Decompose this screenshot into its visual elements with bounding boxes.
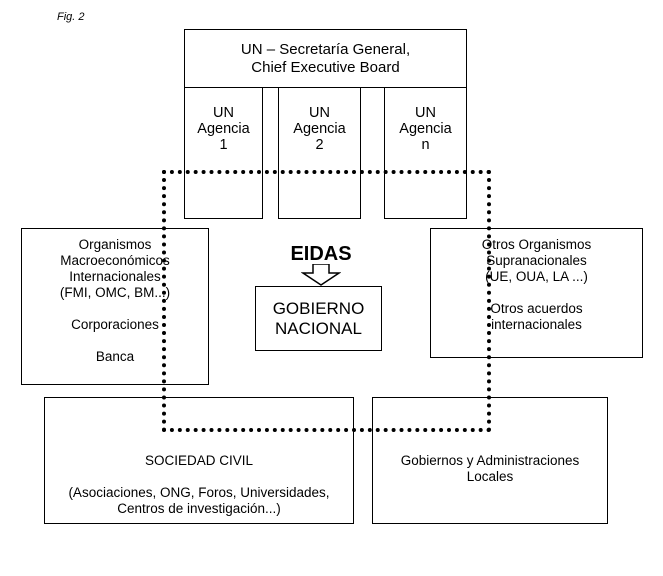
- un-agency-2-box: UN Agencia 2: [278, 87, 361, 219]
- supra-line4: Otros acuerdos: [490, 301, 583, 316]
- un-secretariat-box: UN – Secretaría General, Chief Executive…: [184, 29, 467, 88]
- agency-n-line1: UN: [415, 105, 436, 121]
- macro-line3: Internacionales: [69, 269, 161, 284]
- agency-1-line3: 1: [219, 137, 228, 153]
- un-secretariat-line1: UN – Secretaría General,: [240, 40, 411, 58]
- supra-line2: Supranacionales: [486, 253, 587, 268]
- agency-n-line2: Agencia: [399, 121, 452, 137]
- supra-line1: Otros Organismos: [481, 237, 592, 252]
- agency-1-line1: UN: [213, 105, 234, 121]
- supra-line5: internacionales: [491, 317, 582, 332]
- agency-2-line3: 2: [315, 137, 324, 153]
- un-agency-1-box: UN Agencia 1: [184, 87, 263, 219]
- sociedad-civil-box: SOCIEDAD CIVIL (Asociaciones, ONG, Foros…: [44, 397, 354, 524]
- figure-label: Fig. 2: [57, 11, 85, 23]
- sociedad-line3: Centros de investigación...): [117, 501, 281, 516]
- gobierno-line1: GOBIERNO: [272, 298, 365, 318]
- macro-line1: Organismos: [78, 237, 152, 252]
- un-secretariat-line2: Chief Executive Board: [251, 58, 400, 76]
- down-arrow-icon: [301, 264, 341, 286]
- gobierno-nacional-box: GOBIERNO NACIONAL: [255, 286, 382, 351]
- macro-line2: Macroeconómicos: [60, 253, 170, 268]
- eidas-label: EIDAS: [290, 243, 352, 265]
- agency-1-line2: Agencia: [197, 121, 250, 137]
- supranational-organisms-box: Otros Organismos Supranacionales (UE, OU…: [430, 228, 643, 358]
- agency-2-line2: Agencia: [293, 121, 346, 137]
- supra-line3: (UE, OUA, LA ...): [485, 269, 588, 284]
- locales-line2: Locales: [466, 469, 514, 484]
- gobiernos-locales-box: Gobiernos y Administraciones Locales: [372, 397, 608, 524]
- macro-line5: Corporaciones: [71, 317, 159, 332]
- agency-2-line1: UN: [309, 105, 330, 121]
- locales-line1: Gobiernos y Administraciones: [400, 453, 580, 468]
- sociedad-line1: SOCIEDAD CIVIL: [144, 453, 254, 468]
- macro-line4: (FMI, OMC, BM...): [59, 285, 171, 300]
- agency-n-line3: n: [421, 137, 430, 153]
- macro-organisms-box: Organismos Macroeconómicos Internacional…: [21, 228, 209, 385]
- macro-line6: Banca: [95, 349, 135, 364]
- un-agency-n-box: UN Agencia n: [384, 87, 467, 219]
- sociedad-line2: (Asociaciones, ONG, Foros, Universidades…: [68, 485, 330, 500]
- gobierno-line2: NACIONAL: [275, 318, 362, 338]
